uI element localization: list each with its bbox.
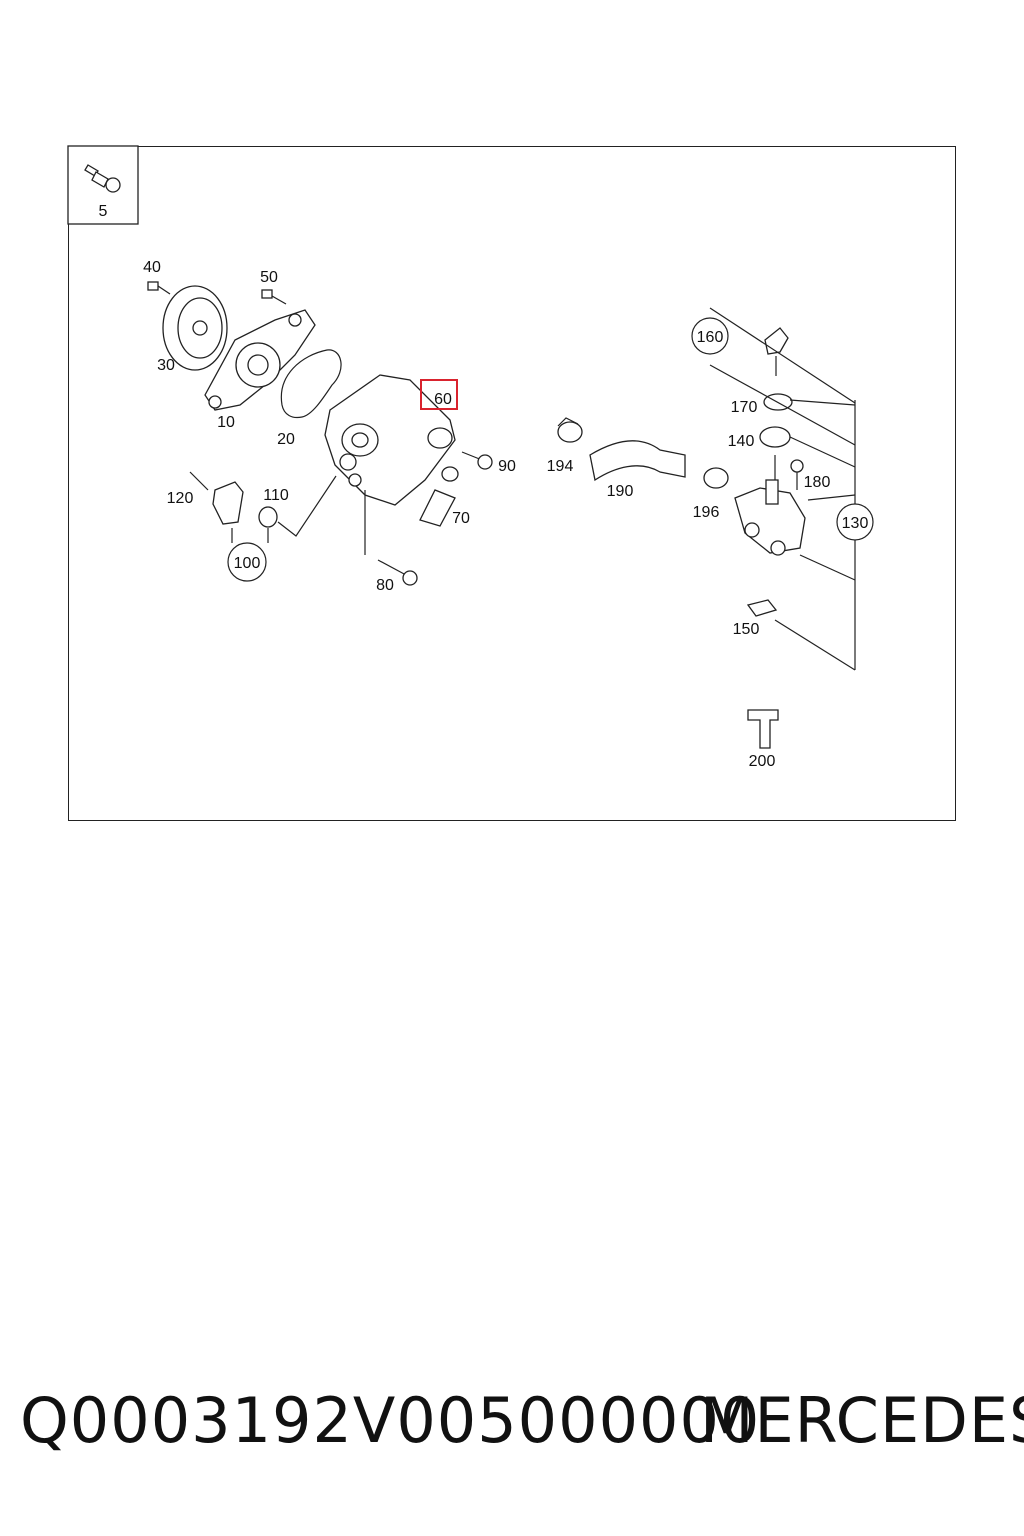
- inset-label: 5: [99, 203, 108, 220]
- label-170: 170: [731, 399, 758, 416]
- label-70: 70: [452, 510, 470, 527]
- label-150: 150: [733, 621, 760, 638]
- seal-140: [759, 426, 791, 448]
- svg-text:160: 160: [697, 329, 724, 346]
- highlight-box-60: [420, 379, 458, 410]
- callout-160: 160: [691, 317, 729, 355]
- svg-text:100: 100: [234, 555, 261, 572]
- label-90: 90: [498, 458, 516, 475]
- callout-130: 130: [836, 503, 874, 541]
- housing-part-60: [324, 374, 456, 506]
- thermostat-assembly-130: [734, 455, 806, 556]
- bolt-180: [790, 459, 804, 490]
- label-194: 194: [547, 458, 574, 475]
- gasket-20: [280, 349, 342, 419]
- label-10: 10: [217, 414, 235, 431]
- connector-part-100: [189, 471, 337, 543]
- water-pump-part: [204, 309, 316, 411]
- callout-100: 100: [227, 542, 267, 582]
- label-180: 180: [804, 474, 831, 491]
- label-196: 196: [693, 504, 720, 521]
- bolt-90: [461, 451, 493, 470]
- hose-190: [589, 440, 686, 482]
- label-30: 30: [157, 357, 175, 374]
- label-60: 60: [434, 391, 452, 408]
- part-code: Q0003192V005000000: [20, 1384, 761, 1457]
- svg-text:130: 130: [842, 515, 869, 532]
- label-140: 140: [728, 433, 755, 450]
- parts-diagram: 5 60: [67, 145, 874, 770]
- bolt-40: [147, 281, 171, 295]
- parts-diagram-frame: [68, 146, 956, 821]
- seal-part-70: [419, 466, 459, 527]
- bolt-50: [261, 289, 287, 305]
- bracket-part-200: [747, 709, 779, 749]
- label-190: 190: [607, 483, 634, 500]
- label-40: 40: [143, 259, 161, 276]
- part-150: [746, 599, 778, 617]
- clamp-194: [557, 417, 583, 443]
- sensor-icon: [84, 164, 121, 193]
- leader-lines: [709, 307, 856, 671]
- label-200: 200: [749, 753, 776, 770]
- label-120: 120: [167, 490, 194, 507]
- brand-name: MERCEDES: [700, 1384, 1024, 1457]
- label-50: 50: [260, 269, 278, 286]
- bolt-80: [364, 490, 418, 586]
- label-80: 80: [376, 577, 394, 594]
- label-110: 110: [263, 487, 289, 504]
- label-20: 20: [277, 431, 295, 448]
- clamp-196: [703, 467, 729, 489]
- inset-box: 5: [67, 145, 139, 225]
- pulley-part: [162, 285, 228, 371]
